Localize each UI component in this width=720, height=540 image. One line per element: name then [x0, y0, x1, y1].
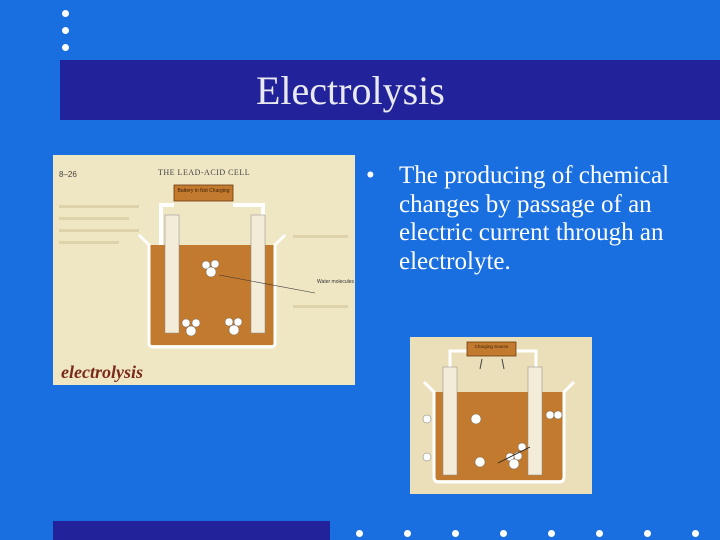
bullet-marker: • — [366, 162, 375, 189]
charging-source-label: Charging Source — [475, 344, 509, 349]
slide-title: Electrolysis — [256, 68, 445, 113]
battery-label: Battery in Not Charging — [178, 188, 230, 194]
figure-caption: electrolysis — [61, 362, 143, 382]
figure-number: 8–26 — [59, 170, 77, 179]
lead-acid-cell-figure: 8–26 THE LEAD-ACID CELL Battery in Not C… — [53, 155, 355, 385]
figure-heading: THE LEAD-ACID CELL — [158, 168, 250, 177]
decorative-dot — [452, 530, 459, 537]
bottom-band — [53, 521, 330, 540]
decorative-dot — [62, 44, 69, 51]
decorative-dot — [500, 530, 507, 537]
decorative-dot — [692, 530, 699, 537]
decorative-dot — [644, 530, 651, 537]
decorative-dot — [356, 530, 363, 537]
decorative-dot — [404, 530, 411, 537]
decorative-dot — [548, 530, 555, 537]
charging-cell-figure: Charging Source — [410, 337, 592, 494]
bullet-text: The producing of chemical changes by pas… — [399, 162, 670, 275]
decorative-dot — [62, 27, 69, 34]
decorative-dot — [596, 530, 603, 537]
decorative-dot — [62, 10, 69, 17]
title-band — [60, 60, 720, 120]
water-molecules-label: Water molecules — [317, 279, 355, 285]
